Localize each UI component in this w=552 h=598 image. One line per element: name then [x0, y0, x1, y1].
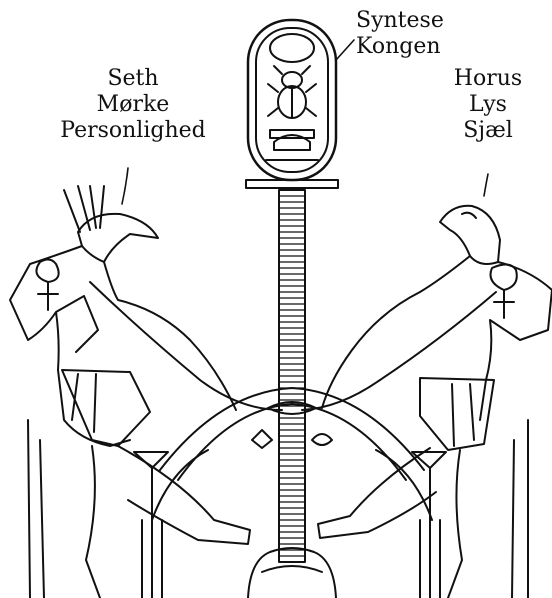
seth-figure [10, 186, 282, 598]
pillar-rings [279, 196, 305, 556]
cartouche-glyphs [266, 130, 318, 160]
horus-legs [318, 420, 528, 598]
horus-figure [302, 206, 552, 598]
seth-label: Seth Mørke Personlighed [48, 66, 218, 144]
ankh-icon [36, 259, 58, 310]
central-pillar [246, 20, 338, 598]
seth-body [10, 246, 236, 446]
horus-pointer [484, 174, 488, 196]
seth-kilt [62, 370, 150, 446]
syntese-label-line-2: Kongen [356, 34, 456, 60]
horus-rope [302, 292, 496, 410]
ankh-icon [491, 264, 517, 318]
syntese-label: Syntese Kongen [356, 8, 456, 60]
syntese-pointer [336, 40, 354, 60]
papyrus-right [412, 452, 446, 598]
seth-label-line-2: Mørke [48, 92, 218, 118]
horus-label-line-2: Lys [438, 92, 538, 118]
seth-label-line-3: Personlighed [48, 118, 218, 144]
syntese-label-line-1: Syntese [356, 8, 456, 34]
scarab-icon [268, 66, 316, 118]
horus-label-line-1: Horus [438, 66, 538, 92]
seth-head [78, 214, 158, 262]
lotus-flower-icon [252, 430, 272, 448]
horus-label-line-3: Sjæl [438, 118, 538, 144]
horus-kilt [420, 378, 494, 450]
seth-legs [28, 420, 250, 598]
lotus-flower-icon [312, 434, 332, 445]
sun-disc-icon [270, 34, 314, 62]
seth-label-line-1: Seth [48, 66, 218, 92]
seth-pointer [122, 168, 128, 204]
horus-label: Horus Lys Sjæl [438, 66, 538, 144]
